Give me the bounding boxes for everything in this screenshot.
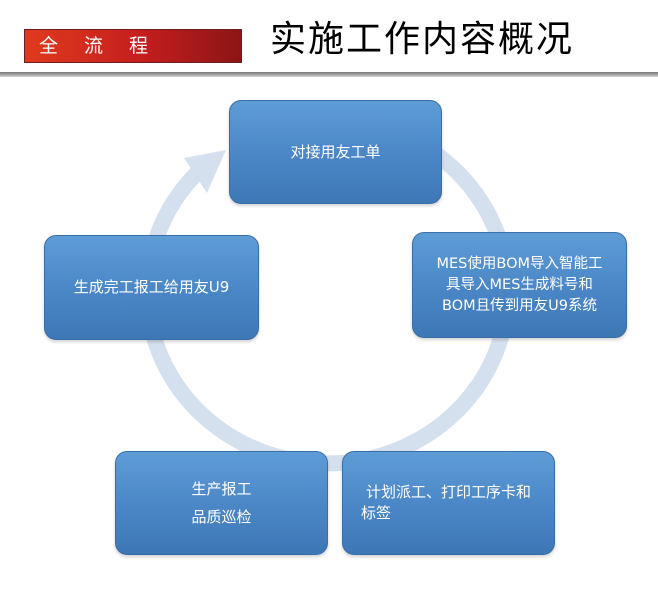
process-step-text: 对接用友工单 [290, 142, 381, 161]
process-step-text: MES使用BOM导入智能工 [436, 255, 603, 272]
process-step-text: 具导入MES生成料号和 [446, 276, 593, 293]
section-tag: 全流程 [24, 29, 242, 63]
process-step-2: MES使用BOM导入智能工 具导入MES生成料号和 BOM且传到用友U9系统 [412, 232, 627, 338]
process-step-text: BOM且传到用友U9系统 [442, 297, 597, 314]
process-step-text: 生产报工 [191, 480, 252, 498]
process-step-text: 品质巡检 [191, 508, 252, 526]
cycle-arrowhead [184, 150, 226, 193]
process-step-5: 生成完工报工给用友U9 [44, 235, 259, 340]
process-step-text: 计划派工、打印工序卡和 [365, 483, 531, 501]
header-divider [0, 72, 658, 77]
process-step-text: 标签 [361, 504, 392, 522]
process-step-1: 对接用友工单 [229, 100, 442, 204]
page-title: 实施工作内容概况 [270, 19, 575, 60]
process-step-4: 生产报工 品质巡检 [115, 451, 328, 555]
process-step-text: 生成完工报工给用友U9 [73, 278, 230, 296]
process-step-3: 计划派工、打印工序卡和 标签 [342, 451, 555, 555]
